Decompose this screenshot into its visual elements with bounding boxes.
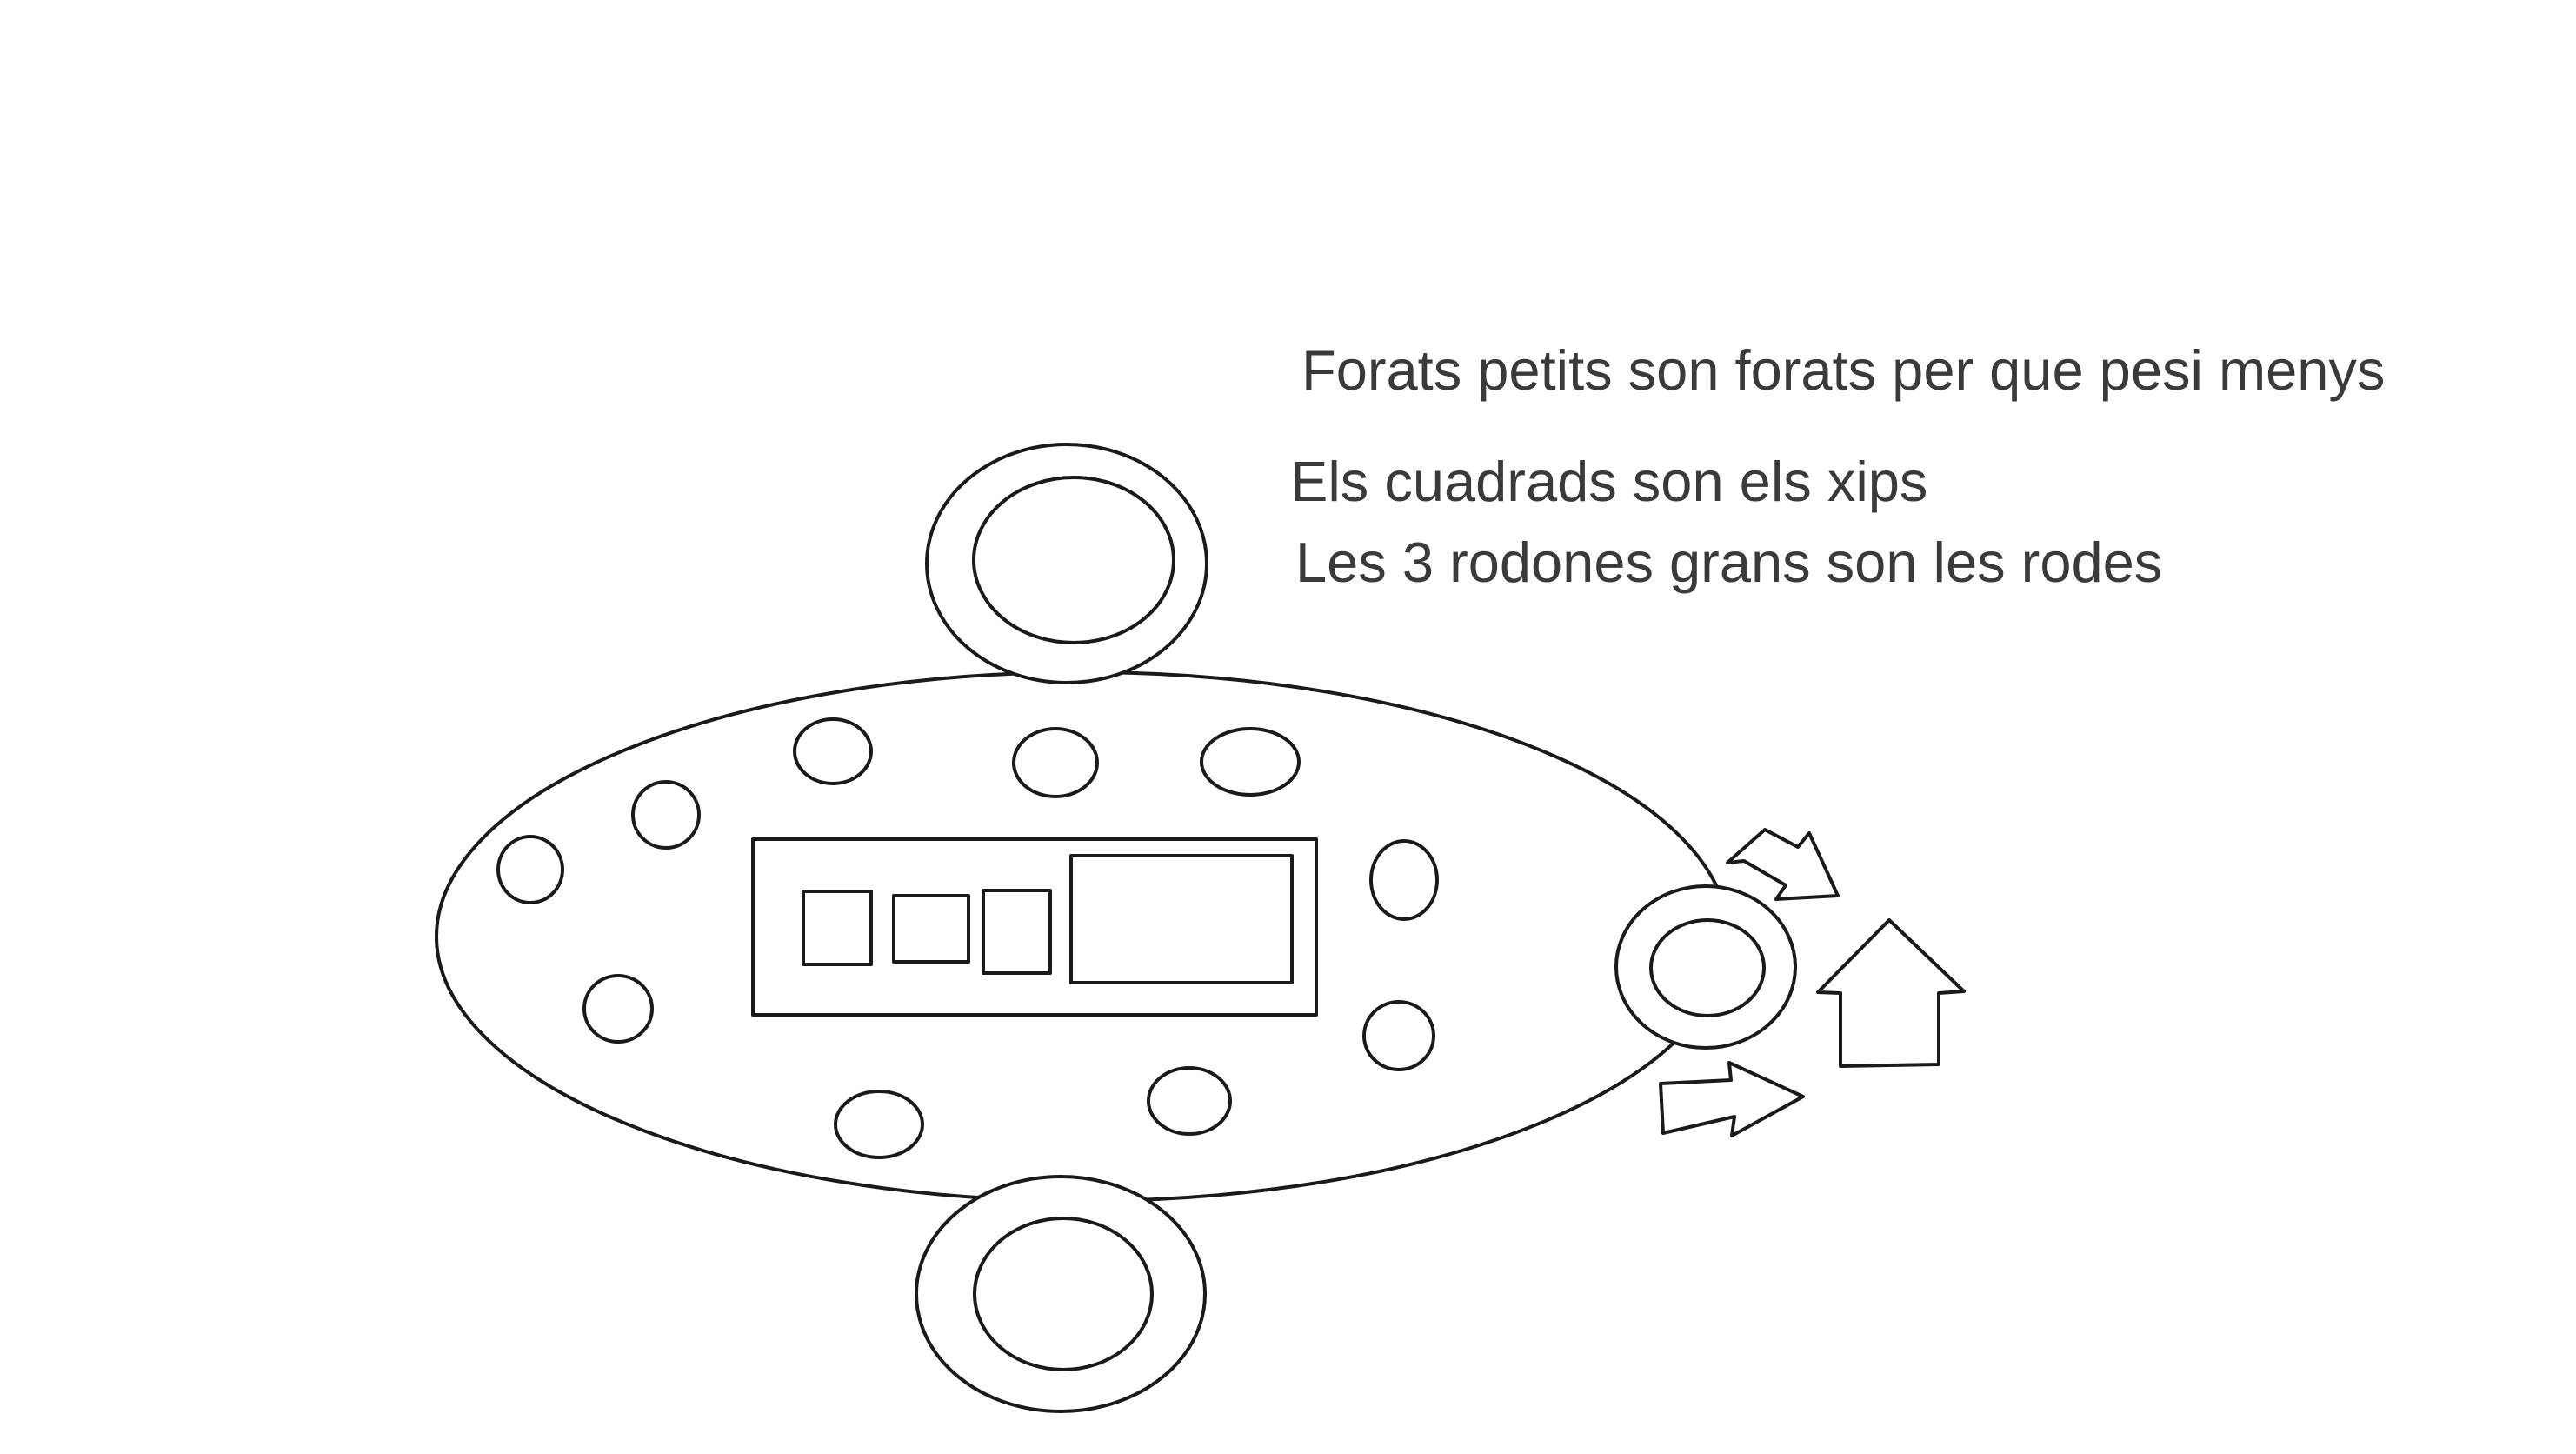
note-holes: Forats petits son forats per que pesi me… [1301,338,2386,402]
wheel-bottom [915,1175,1207,1413]
hole [834,1090,924,1159]
arrow-up-icon [1816,918,1966,1068]
wheel-right-inner [1649,918,1766,1017]
circuit-board [751,837,1318,1017]
chip [802,890,873,966]
hole [582,974,654,1044]
arrows [1659,828,1966,1137]
wheel-right [1614,884,1797,1050]
holes [496,717,1439,1159]
chip [982,889,1052,975]
hole [1362,1000,1435,1071]
hole [793,717,873,785]
hole [631,780,701,850]
hole [1369,839,1439,921]
arrow-diagonal-icon [1726,828,1840,901]
wheel-top-inner [972,476,1175,644]
note-wheels: Les 3 rodones grans son les rodes [1295,530,2163,594]
wheel-bottom-inner [973,1217,1154,1371]
arrow-right-icon [1659,1061,1805,1137]
chip [892,894,970,964]
hole [1200,727,1301,797]
hole [1147,1066,1232,1136]
chip-large [1069,854,1294,984]
hole [496,835,564,904]
hole [1012,727,1099,798]
note-squares: Els cuadrads son els xips [1290,450,1928,513]
wheel-top [925,443,1208,684]
